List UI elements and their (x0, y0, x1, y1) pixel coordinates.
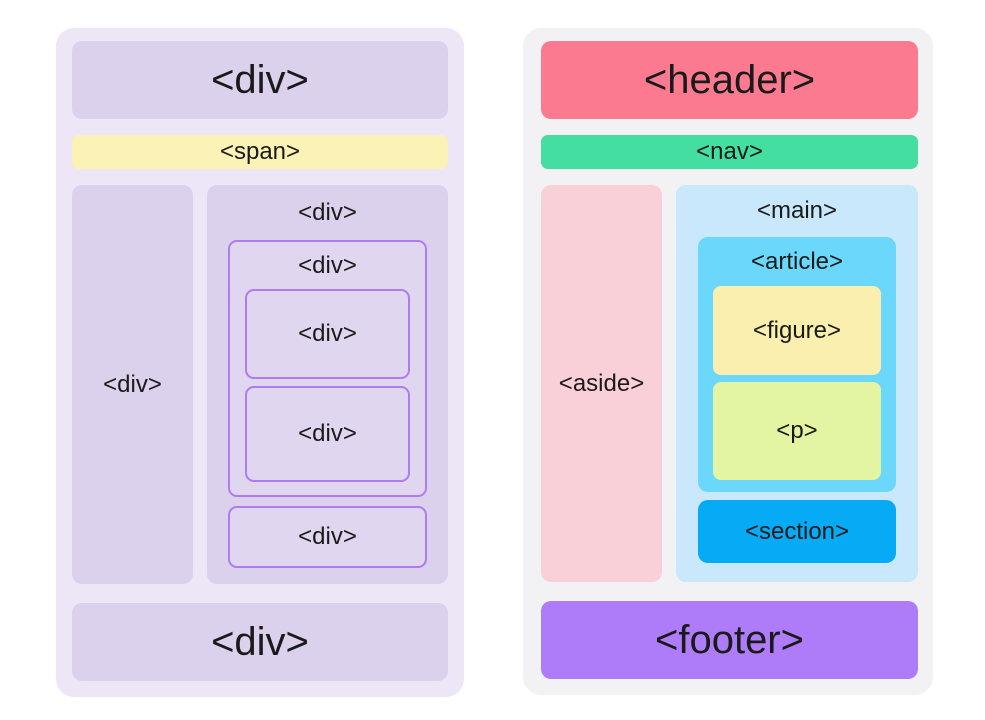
footer-block-label: <footer> (654, 617, 804, 662)
nested-div-sibling-box-label: <div> (298, 523, 357, 550)
non-semantic-middle-row: <div> <div> <div> <div> <div> <div> (72, 185, 448, 584)
header-block: <header> (541, 41, 918, 119)
div-sidebar-column-label: <div> (103, 370, 162, 398)
figure-block: <figure> (713, 286, 881, 375)
article-block: <article> <figure> <p> (698, 237, 896, 492)
article-block-label: <article> (750, 247, 844, 275)
figure-block-label: <figure> (752, 316, 842, 344)
nested-div-sibling-box: <div> (228, 506, 427, 568)
p-block: <p> (713, 382, 881, 480)
section-block-label: <section> (744, 517, 850, 545)
div-bottom-block-label: <div> (211, 619, 309, 664)
nested-div-box-1: <div> (245, 289, 410, 379)
section-block: <section> (698, 500, 896, 563)
nav-block-label: <nav> (696, 138, 763, 165)
nested-div-outer-box: <div> <div> <div> (228, 240, 427, 497)
span-strip: <span> (72, 135, 448, 169)
nested-div-box-2: <div> (245, 386, 410, 482)
nested-div-box-1-label: <div> (298, 320, 357, 347)
div-content-column: <div> <div> <div> <div> <div> (207, 185, 448, 584)
aside-block-label: <aside> (558, 369, 645, 397)
div-content-column-label: <div> (298, 198, 357, 226)
semantic-panel: <header> <nav> <aside> <main> <article> … (523, 28, 933, 695)
div-top-block-label: <div> (211, 57, 309, 102)
div-bottom-block: <div> (72, 603, 448, 681)
main-block-label: <main> (756, 197, 838, 224)
nested-div-box-2-label: <div> (298, 420, 357, 447)
nested-div-outer-box-label: <div> (298, 251, 357, 279)
aside-block: <aside> (541, 185, 662, 582)
div-top-block: <div> (72, 41, 448, 119)
non-semantic-panel: <div> <span> <div> <div> <div> <div> <di… (56, 28, 464, 697)
nav-block: <nav> (541, 135, 918, 169)
p-block-label: <p> (776, 417, 818, 444)
header-block-label: <header> (643, 57, 816, 102)
div-sidebar-column: <div> (72, 185, 193, 584)
footer-block: <footer> (541, 601, 918, 679)
main-block: <main> <article> <figure> <p> <section> (676, 185, 918, 582)
semantic-middle-row: <aside> <main> <article> <figure> <p> <s… (541, 185, 918, 582)
span-strip-label: <span> (219, 138, 301, 165)
